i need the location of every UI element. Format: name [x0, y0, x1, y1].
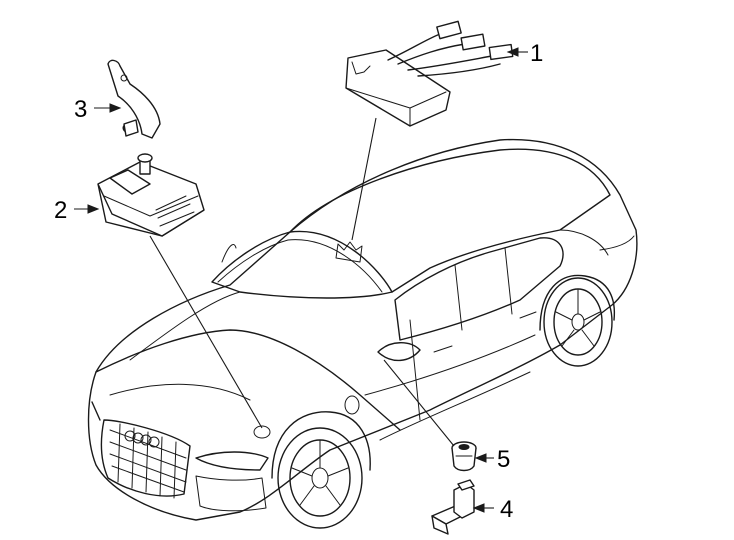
part-5-clip: [451, 441, 477, 472]
part-3-bracket: [107, 59, 161, 139]
leader-lines: [74, 47, 528, 513]
callout-2: 2: [54, 197, 67, 224]
car-illustration: [87, 138, 638, 529]
part-2-sensor-module: [97, 153, 205, 237]
part-4-sensor: [431, 479, 475, 535]
callout-1: 1: [530, 40, 543, 67]
callout-5: 5: [497, 446, 510, 473]
callout-3: 3: [74, 96, 87, 123]
callout-4: 4: [500, 496, 513, 523]
part-1-control-module: [345, 20, 514, 127]
